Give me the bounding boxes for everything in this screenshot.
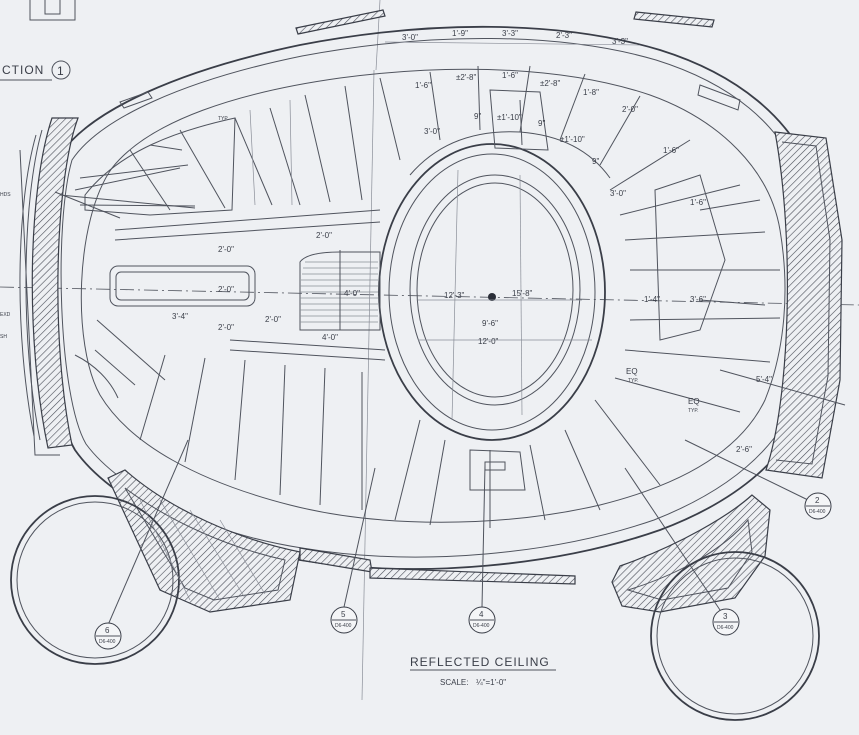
svg-text:2'-0": 2'-0" xyxy=(265,315,281,324)
svg-text:D6-400: D6-400 xyxy=(809,509,826,515)
callout-3: 3 D6-400 xyxy=(712,608,740,636)
svg-text:3: 3 xyxy=(723,612,728,621)
svg-text:2'-0": 2'-0" xyxy=(622,105,638,114)
svg-text:1'-4": 1'-4" xyxy=(644,295,660,304)
svg-text:3'-4": 3'-4" xyxy=(172,312,188,321)
svg-text:3'-3": 3'-3" xyxy=(612,37,628,46)
left-wall-section xyxy=(31,117,79,449)
svg-text:1'-8": 1'-8" xyxy=(583,88,599,97)
svg-text:TYP.: TYP. xyxy=(218,116,228,122)
svg-text:2'-0": 2'-0" xyxy=(218,285,234,294)
svg-text:D6-400: D6-400 xyxy=(717,625,734,631)
vertical-reference-line xyxy=(361,69,375,701)
svg-text:3'-0": 3'-0" xyxy=(424,127,440,136)
svg-text:1'-6": 1'-6" xyxy=(502,71,518,80)
svg-text:TYP.: TYP. xyxy=(628,378,638,384)
svg-text:2'-0": 2'-0" xyxy=(316,231,332,240)
central-dome xyxy=(378,143,606,441)
svg-text:±2'-8": ±2'-8" xyxy=(540,79,560,88)
side-labels: HDS EXD SH xyxy=(0,192,11,340)
callout-4: 4 D6-400 xyxy=(468,606,496,634)
svg-text:±2'-8": ±2'-8" xyxy=(456,73,476,82)
svg-text:1'-9": 1'-9" xyxy=(452,29,468,38)
dimension-texts: 3'-0" 1'-9" 3'-3" 2'-3" 3'-3" 1'-6" ±2'-… xyxy=(172,29,772,454)
upper-right-panels xyxy=(379,65,781,413)
svg-text:TYP.: TYP. xyxy=(688,408,698,414)
side-label-hds: HDS xyxy=(0,192,11,198)
lower-right-panels xyxy=(394,399,661,528)
svg-text:3'-0": 3'-0" xyxy=(402,33,418,42)
callout-2: 2 D6-400 xyxy=(804,492,832,520)
svg-text:3'-3": 3'-3" xyxy=(502,29,518,38)
svg-text:9": 9" xyxy=(538,119,545,128)
svg-text:EQ: EQ xyxy=(626,367,638,376)
callout-6: 6 D6-400 xyxy=(94,622,122,650)
drawing-title-block: REFLECTED CEILING SCALE: ¼"=1'-0" xyxy=(410,655,556,687)
svg-text:2'-6": 2'-6" xyxy=(736,445,752,454)
svg-text:9": 9" xyxy=(474,112,481,121)
drawing-title: REFLECTED CEILING xyxy=(410,655,550,669)
svg-text:EQ: EQ xyxy=(688,397,700,406)
callout-tags: 6 D6-400 5 D6-400 4 D6-400 3 D6-400 2 D6… xyxy=(94,492,832,650)
horizontal-centerline xyxy=(0,286,859,306)
svg-text:2'-3": 2'-3" xyxy=(556,31,572,40)
svg-text:5: 5 xyxy=(341,610,346,619)
lower-right-pod xyxy=(611,494,820,721)
svg-text:5'-4": 5'-4" xyxy=(756,375,772,384)
svg-text:4'-0": 4'-0" xyxy=(322,333,338,342)
svg-text:2'-0": 2'-0" xyxy=(218,245,234,254)
svg-text:3'-6": 3'-6" xyxy=(690,295,706,304)
central-corridor xyxy=(109,209,386,361)
svg-text:6: 6 xyxy=(105,626,110,635)
svg-text:D6-400: D6-400 xyxy=(99,639,116,645)
scale-value: ¼"=1'-0" xyxy=(476,678,506,687)
leader-lines xyxy=(54,167,846,626)
right-wall-section xyxy=(765,131,843,479)
section-label: CTION xyxy=(2,63,44,77)
svg-text:15'-8": 15'-8" xyxy=(512,289,533,298)
svg-text:4'-0": 4'-0" xyxy=(344,289,360,298)
callout-5: 5 D6-400 xyxy=(330,606,358,634)
svg-text:2: 2 xyxy=(815,496,820,505)
svg-text:12'-0": 12'-0" xyxy=(478,337,499,346)
svg-text:9'-6": 9'-6" xyxy=(482,319,498,328)
top-wall-section xyxy=(295,9,386,35)
lower-left-pod xyxy=(10,469,301,665)
side-label-sh: SH xyxy=(0,334,7,340)
svg-text:±1'-10": ±1'-10" xyxy=(497,113,522,122)
svg-text:3'-0": 3'-0" xyxy=(610,189,626,198)
section-mark: CTION 1 xyxy=(0,0,76,81)
svg-text:D6-400: D6-400 xyxy=(473,623,490,629)
svg-text:D6-400: D6-400 xyxy=(335,623,352,629)
upper-left-panels xyxy=(79,85,363,216)
svg-text:1'-6": 1'-6" xyxy=(690,198,706,207)
section-number: 1 xyxy=(57,64,65,78)
lower-left-panels xyxy=(74,319,363,510)
svg-text:2'-0": 2'-0" xyxy=(218,323,234,332)
svg-text:12'-3": 12'-3" xyxy=(444,291,465,300)
scale-label: SCALE: xyxy=(440,678,468,687)
svg-text:1'-6": 1'-6" xyxy=(663,146,679,155)
svg-text:1'-6": 1'-6" xyxy=(415,81,431,90)
svg-text:4: 4 xyxy=(479,610,484,619)
svg-text:9": 9" xyxy=(592,157,599,166)
side-label-exd: EXD xyxy=(0,312,11,318)
svg-text:±1'-10": ±1'-10" xyxy=(560,135,585,144)
